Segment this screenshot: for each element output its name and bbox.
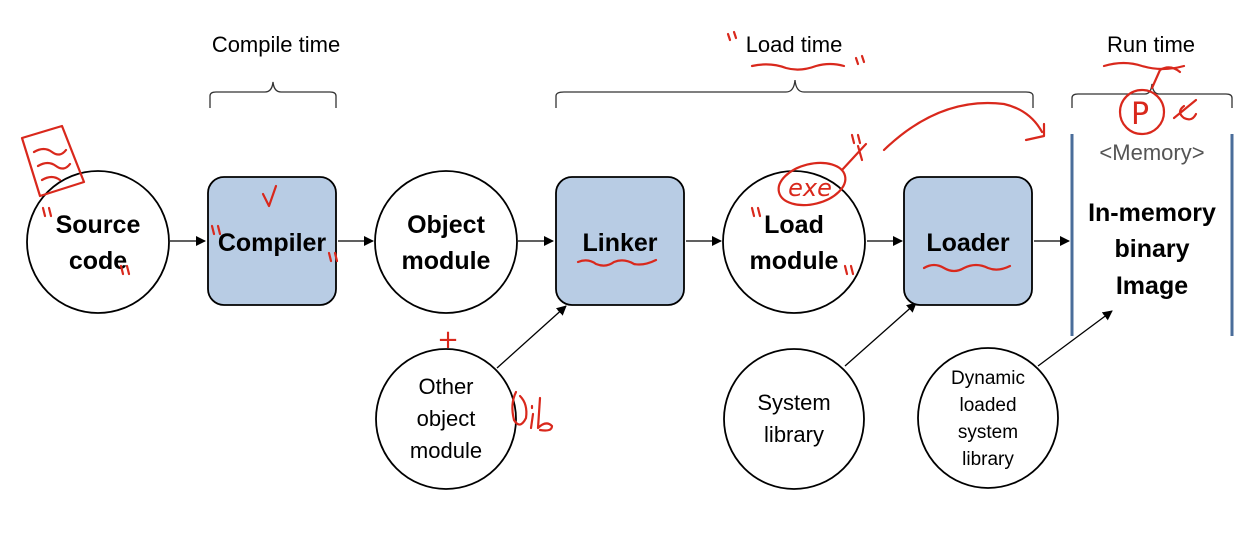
dynamic-lib-line2: loaded: [959, 395, 1016, 416]
compiler-label: Compiler: [218, 229, 327, 257]
system-library-line2: library: [764, 422, 824, 447]
memory-image-line3: Image: [1116, 272, 1188, 300]
handwritten-annotations: + exe P: [20, 30, 1198, 432]
loader-underline: [922, 263, 1012, 273]
dynamic-lib-line4: library: [962, 449, 1014, 470]
run-brace: [1071, 83, 1233, 108]
node-object-module: Object module: [374, 170, 518, 314]
memory-header: <Memory>: [1099, 140, 1204, 165]
load-time-underline: [750, 62, 846, 71]
system-library-line1: System: [757, 390, 830, 415]
phase-load-label: Load time: [746, 32, 843, 57]
compile-brace: [209, 81, 337, 108]
node-compiler: Compiler: [207, 176, 337, 306]
node-load-module: Load module: [722, 170, 866, 314]
load-brace: [555, 79, 1034, 108]
exe-oval: [777, 161, 847, 207]
source-code-line2: code: [69, 247, 127, 275]
object-module-line2: module: [402, 247, 491, 275]
other-object-line1: Other: [418, 374, 473, 399]
source-code-line1: Source: [56, 211, 141, 239]
loader-label: Loader: [926, 229, 1010, 257]
load-module-line1: Load: [764, 211, 824, 239]
memory-image-line2: binary: [1114, 235, 1189, 263]
object-module-line1: Object: [407, 211, 485, 239]
pi-circle: [1118, 88, 1166, 136]
node-dynamic-system-library: Dynamic loaded system library: [917, 347, 1059, 489]
document-sketch: [20, 124, 86, 198]
lib-annotation: [511, 390, 554, 432]
linker-underline: [576, 258, 658, 267]
plus-annotation: +: [437, 325, 459, 355]
load-module-line2: module: [750, 247, 839, 275]
node-memory: <Memory> In-memory binary Image: [1070, 134, 1234, 336]
linker-label: Linker: [582, 229, 657, 257]
phase-compile-label: Compile time: [212, 32, 340, 57]
arrow-other-object-to-linker: [496, 305, 567, 369]
node-system-library: System library: [723, 348, 865, 490]
other-object-line3: module: [410, 438, 482, 463]
arrow-system-lib-to-loader: [844, 302, 917, 367]
flow-arrows: [170, 236, 1113, 369]
dynamic-lib-line3: system: [958, 422, 1018, 443]
arrow-dynamic-lib-to-memory: [1037, 310, 1113, 367]
pi-annotation: P: [1131, 97, 1149, 132]
node-other-object-module: Other object module: [375, 348, 517, 490]
memory-image-line1: In-memory: [1088, 199, 1216, 227]
exe-annotation: exe: [788, 174, 832, 202]
phase-run-label: Run time: [1107, 32, 1195, 57]
checkmark-annotation: [261, 184, 278, 208]
other-object-line2: object: [417, 406, 476, 431]
dynamic-lib-line1: Dynamic: [951, 368, 1025, 389]
node-source-code: Source code: [26, 170, 170, 314]
arc-arrow-annotation: [882, 101, 1046, 152]
node-linker: Linker: [555, 176, 685, 306]
node-loader: Loader: [903, 176, 1033, 306]
